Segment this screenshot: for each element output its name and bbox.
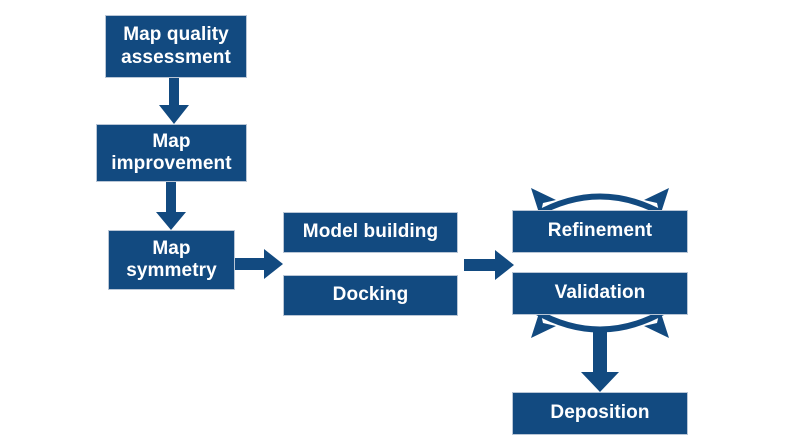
arrow-building-to-refinement [464, 250, 514, 280]
arrow-assessment-to-improvement [159, 78, 189, 124]
node-map-improvement[interactable]: Map improvement [96, 124, 247, 182]
node-refinement[interactable]: Refinement [512, 210, 688, 253]
node-deposition[interactable]: Deposition [512, 392, 688, 435]
node-label: Map symmetry [126, 237, 217, 281]
node-docking[interactable]: Docking [283, 275, 458, 316]
node-map-symmetry[interactable]: Map symmetry [108, 230, 235, 290]
node-model-building[interactable]: Model building [283, 212, 458, 253]
node-label: Deposition [550, 402, 650, 424]
arrow-improvement-to-symmetry [156, 182, 186, 230]
node-label: Map quality assessment [121, 24, 231, 68]
node-validation[interactable]: Validation [512, 272, 688, 315]
node-label: Refinement [547, 220, 653, 242]
arrow-symmetry-to-building [235, 249, 283, 279]
node-map-quality-assessment[interactable]: Map quality assessment [105, 15, 247, 78]
node-label: Validation [554, 282, 646, 304]
arrow-validation-to-deposition [581, 330, 619, 392]
node-label: Model building [302, 221, 439, 243]
node-label: Docking [332, 284, 409, 306]
node-label: Map improvement [111, 130, 232, 174]
